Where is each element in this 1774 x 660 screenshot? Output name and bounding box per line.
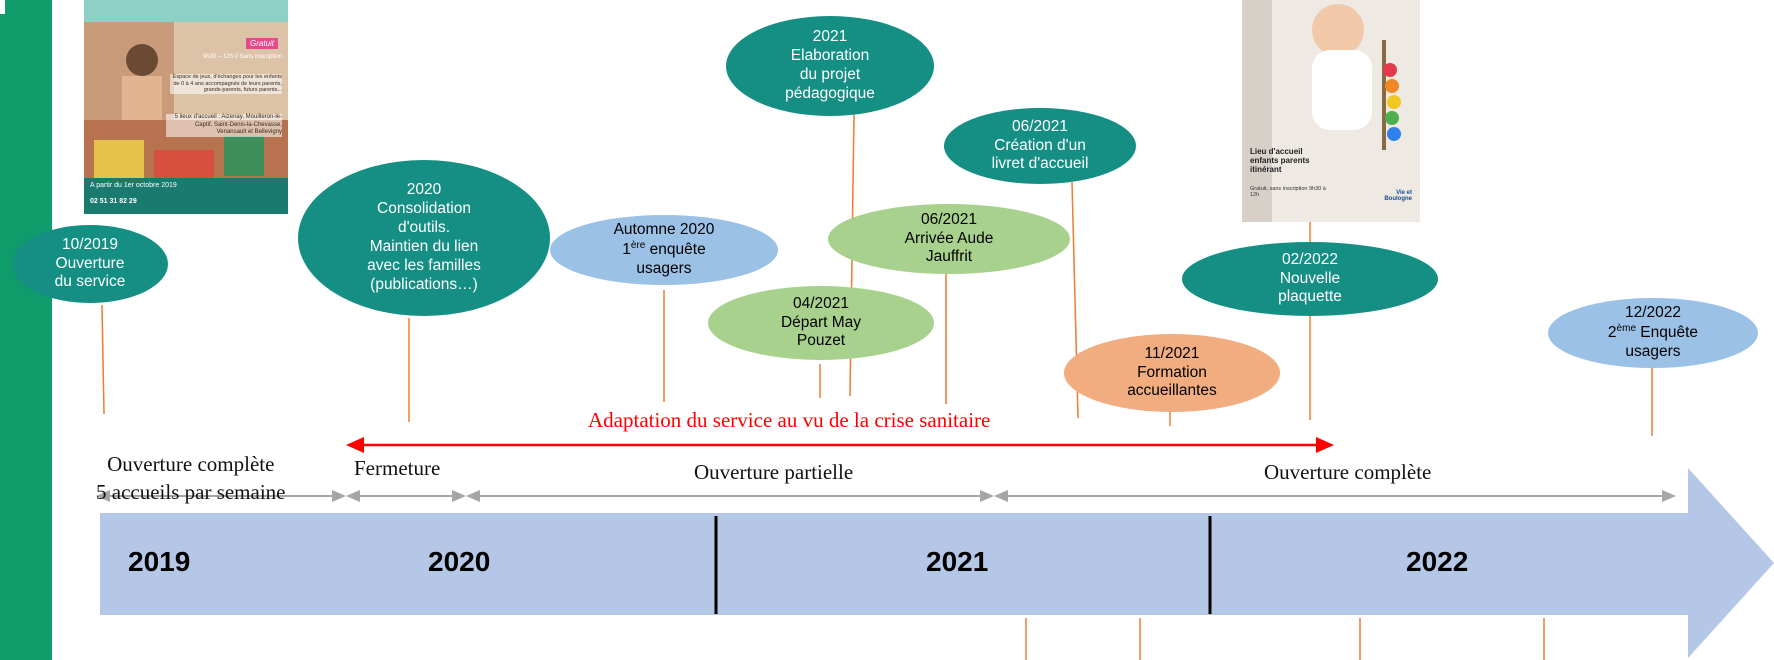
flyer-1-schedule: 9h30 – 12h // Sans inscription bbox=[202, 54, 282, 60]
flyer-1-phone: 02 51 31 82 29 bbox=[90, 198, 137, 205]
event-premiere-enquete: Automne 2020 1ère enquête usagers bbox=[550, 215, 778, 285]
year-2021: 2021 bbox=[926, 546, 989, 577]
period-arrows bbox=[96, 490, 1676, 502]
period-arrow-2019-head bbox=[96, 490, 110, 502]
event-label: 06/2021 Création d'un livret d'accueil bbox=[991, 117, 1089, 173]
crisis-label: Adaptation du service au vu de la crise … bbox=[588, 408, 991, 432]
period-ouverture-partielle: Ouverture partielle bbox=[694, 460, 853, 485]
flyer-image-2022: Lieu d'accueil enfants parents itinérant… bbox=[1242, 0, 1420, 222]
event-label: 04/2021 Départ May Pouzet bbox=[780, 294, 862, 350]
event-projet-pedagogique: 2021 Elaboration du projet pédagogique bbox=[726, 16, 934, 116]
event-label: 2020 Consolidation d'outils. Maintien du… bbox=[367, 181, 481, 293]
period-label: Ouverture complète 5 accueils par semain… bbox=[96, 452, 286, 504]
connector-line bbox=[101, 304, 105, 415]
crisis-arrow bbox=[346, 437, 1334, 453]
crisis-arrow-head bbox=[346, 437, 364, 453]
period-arrow-fermeture-head bbox=[452, 490, 466, 502]
period-arrow-complete-head bbox=[994, 490, 1008, 502]
flyer-2-logo: Vie et Boulogne bbox=[1384, 190, 1412, 202]
event-livret-accueil: 06/2021 Création d'un livret d'accueil bbox=[944, 108, 1136, 184]
event-consolidation-outils: 2020 Consolidation d'outils. Maintien du… bbox=[298, 160, 550, 316]
period-arrow-fermeture-head bbox=[346, 490, 360, 502]
event-ouverture-service: 10/2019 Ouverture du service bbox=[12, 225, 168, 303]
flyer-1-locations: 5 lieux d'accueil : Aizenay, Mouilleron-… bbox=[166, 114, 282, 137]
flyer-image-2019: Gratuit 9h30 – 12h // Sans inscription E… bbox=[84, 0, 288, 214]
period-label: Fermeture bbox=[354, 456, 441, 480]
event-label: 11/2021 Formation accueillantes bbox=[1127, 344, 1217, 400]
flyer-1-start: A partir du 1er octobre 2019 bbox=[90, 182, 177, 189]
event-deuxieme-enquete: 12/2022 2ème Enquête usagers bbox=[1548, 298, 1758, 368]
event-label: 12/2022 2ème Enquête usagers bbox=[1607, 304, 1699, 361]
period-arrow-partielle-head bbox=[980, 490, 994, 502]
period-ouverture-complete-2022: Ouverture complète bbox=[1264, 460, 1431, 485]
event-arrivee-aude-jauffrit: 06/2021 Arrivée Aude Jauffrit bbox=[828, 204, 1070, 274]
crisis-arrow-head bbox=[1316, 437, 1334, 453]
flyer-2-details: Gratuit, sans inscription 9h30 à 12h bbox=[1250, 186, 1326, 198]
period-arrow-partielle-head bbox=[466, 490, 480, 502]
period-label: Ouverture complète bbox=[1264, 460, 1432, 484]
timeline-bar bbox=[100, 468, 1774, 658]
event-label: 06/2021 Arrivée Aude Jauffrit bbox=[904, 210, 994, 266]
event-label: 10/2019 Ouverture du service bbox=[54, 235, 126, 291]
event-label: 2021 Elaboration du projet pédagogique bbox=[785, 28, 875, 102]
flyer-2-title: Lieu d'accueil enfants parents itinérant bbox=[1250, 147, 1310, 174]
side-notch bbox=[0, 0, 5, 14]
flyer-1-badge: Gratuit bbox=[245, 38, 278, 49]
year-2022: 2022 bbox=[1406, 546, 1469, 577]
event-depart-may-pouzet: 04/2021 Départ May Pouzet bbox=[708, 286, 934, 360]
flyer-1-description: Espace de jeux, d'échanges pour les enfa… bbox=[170, 74, 282, 94]
period-fermeture: Fermeture bbox=[354, 456, 440, 481]
period-ouverture-complete-2019: Ouverture complète 5 accueils par semain… bbox=[96, 424, 286, 506]
event-formation-accueillantes: 11/2021 Formation accueillantes bbox=[1064, 334, 1280, 412]
period-arrow-complete-head bbox=[1662, 490, 1676, 502]
year-2020: 2020 bbox=[428, 546, 491, 577]
event-label: Automne 2020 1ère enquête usagers bbox=[613, 221, 715, 278]
event-label: 02/2022 Nouvelle plaquette bbox=[1278, 250, 1342, 306]
side-band bbox=[0, 0, 52, 660]
period-arrow-2019-head bbox=[332, 490, 346, 502]
period-label: Ouverture partielle bbox=[694, 460, 854, 484]
year-2019: 2019 bbox=[128, 546, 191, 577]
event-nouvelle-plaquette: 02/2022 Nouvelle plaquette bbox=[1182, 242, 1438, 316]
